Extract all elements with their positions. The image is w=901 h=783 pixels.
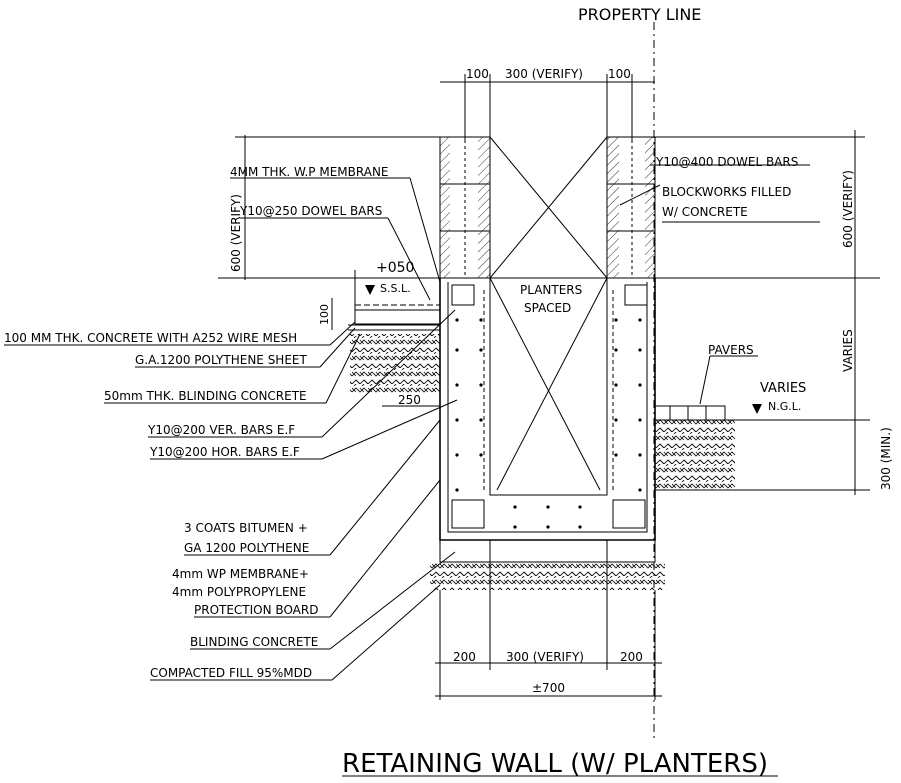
label-protection-board: PROTECTION BOARD (194, 603, 318, 617)
right-lower-dimensions: VARIES 300 (MIN.) (655, 278, 893, 495)
compacted-fill (430, 562, 665, 590)
label-bitumen: 3 COATS BITUMEN + (184, 521, 308, 535)
planters-label-2: SPACED (524, 301, 571, 315)
label-y10-400: Y10@400 DOWEL BARS (655, 155, 798, 169)
right-600-dimension: 600 (VERIFY) (655, 130, 865, 280)
label-ga1200: GA 1200 POLYTHENE (184, 541, 309, 555)
label-polypropylene: 4mm POLYPROPYLENE (172, 585, 306, 599)
left-callouts: 4MM THK. W.P MEMBRANE Y10@250 DOWEL BARS… (4, 165, 458, 681)
ssl-marker (365, 285, 375, 295)
label-dowel-250: Y10@250 DOWEL BARS (239, 204, 382, 218)
left-slab (348, 304, 441, 394)
blockwork-right (606, 136, 656, 279)
label-blinding-50: 50mm THK. BLINDING CONCRETE (104, 389, 307, 403)
ngl-marker (752, 404, 762, 414)
label-compacted-fill: COMPACTED FILL 95%MDD (150, 666, 312, 680)
planters-label-1: PLANTERS (520, 283, 582, 297)
dim-100: 100 (318, 304, 331, 325)
right-callouts: Y10@400 DOWEL BARS BLOCKWORKS FILLED W/ … (619, 155, 820, 223)
dim-250: 250 (398, 393, 421, 407)
label-concrete-100: 100 MM THK. CONCRETE WITH A252 WIRE MESH (4, 331, 297, 345)
dim-top-1: 100 (466, 67, 489, 81)
label-blockworks: BLOCKWORKS FILLED (662, 185, 791, 199)
left-600-dimension: 600 (VERIFY) (229, 135, 440, 280)
blockwork-left (439, 136, 491, 279)
label-blockworks-2: W/ CONCRETE (662, 205, 748, 219)
ssl-label: S.S.L. (380, 282, 411, 295)
dim-right-600: 600 (VERIFY) (841, 170, 855, 248)
dim-right-300: 300 (MIN.) (879, 427, 893, 490)
property-line-label: PROPERTY LINE (578, 5, 701, 24)
ngl-label: N.G.L. (768, 400, 801, 413)
pavers-label: PAVERS (708, 343, 754, 357)
bottom-dimensions: 200 300 (VERIFY) 200 ±700 (435, 540, 662, 700)
dim-left-600: 600 (VERIFY) (229, 194, 243, 272)
varies-label: VARIES (760, 381, 806, 396)
dim-right-varies: VARIES (841, 329, 855, 372)
level-050: +050 (376, 260, 414, 276)
drawing-title: RETAINING WALL (W/ PLANTERS) (342, 749, 768, 779)
pavers-area: PAVERS VARIES N.G.L. (654, 343, 806, 490)
rc-planter-wall (439, 277, 656, 541)
label-wp-membrane: 4MM THK. W.P MEMBRANE (230, 165, 389, 179)
dim-bottom-2: 300 (VERIFY) (506, 650, 584, 664)
label-hor-bars: Y10@200 HOR. BARS E.F (149, 445, 300, 459)
dim-bottom-1: 200 (453, 650, 476, 664)
dim-bottom-3: 200 (620, 650, 643, 664)
rebar-dots (455, 318, 642, 529)
dim-top-3: 100 (608, 67, 631, 81)
label-ver-bars: Y10@200 VER. BARS E.F (147, 423, 295, 437)
blinding-concrete (439, 539, 656, 563)
top-dimensions: 100 300 (VERIFY) 100 (440, 67, 655, 140)
label-blinding: BLINDING CONCRETE (190, 635, 318, 649)
dim-total: ±700 (532, 681, 565, 695)
label-wp-membrane-4: 4mm WP MEMBRANE+ (172, 567, 309, 581)
label-polythene: G.A.1200 POLYTHENE SHEET (135, 353, 307, 367)
dim-top-2: 300 (VERIFY) (505, 67, 583, 81)
